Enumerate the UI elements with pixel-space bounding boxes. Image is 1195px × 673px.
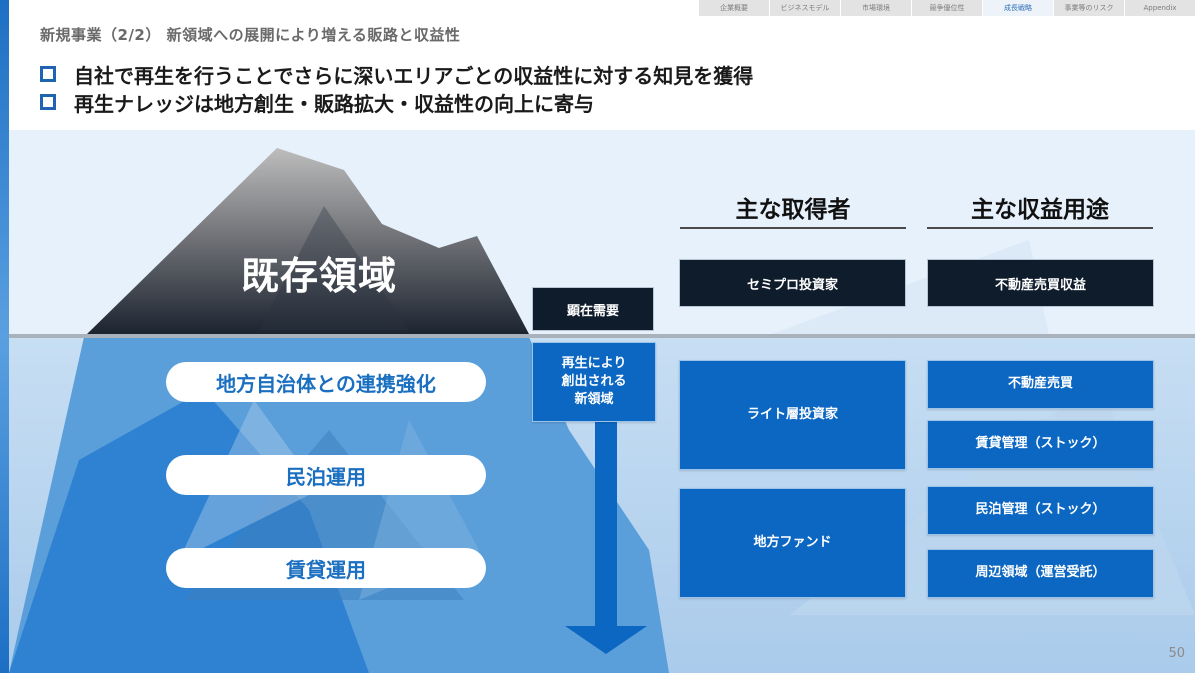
visible-demand-box: 顕在需要 [532, 287, 654, 331]
acquirer-box-regional-fund: 地方ファンド [679, 488, 906, 598]
revenue-box-real-estate-sales: 不動産売買 [927, 360, 1154, 409]
nav-tab-market[interactable]: 市場環境 [840, 0, 911, 16]
revenue-heading-rule [927, 227, 1153, 229]
revenue-heading: 主な収益用途 [971, 197, 1109, 223]
revenue-box-peripheral-operations: 周辺領域（運営受託） [927, 549, 1154, 598]
key-point-text: 自社で再生を行うことでさらに深いエリアごとの収益性に対する知見を獲得 [74, 63, 754, 88]
acquirer-box-semi-pro: セミプロ投資家 [679, 259, 906, 307]
new-area-line: 新領域 [574, 392, 614, 408]
square-bullet-icon [40, 66, 56, 82]
key-point: 自社で再生を行うことでさらに深いエリアごとの収益性に対する知見を獲得 [40, 60, 753, 88]
nav-tab-appendix[interactable]: Appendix [1124, 0, 1195, 16]
existing-area-label: 既存領域 [241, 254, 398, 298]
pill-vacation-rental: 民泊運用 [166, 455, 486, 495]
square-bullet-icon [40, 94, 56, 110]
key-points: 自社で再生を行うことでさらに深いエリアごとの収益性に対する知見を獲得 再生ナレッ… [40, 60, 753, 116]
key-point: 再生ナレッジは地方創生・販路拡大・収益性の向上に寄与 [40, 88, 753, 116]
revenue-box-rental-management: 賃貸管理（ストック） [927, 420, 1154, 469]
section-nav: 企業概要 ビジネスモデル 市場環境 競争優位性 成長戦略 事業等のリスク App… [698, 0, 1195, 16]
revenue-box-vacation-rental-management: 民泊管理（ストック） [927, 486, 1154, 535]
pill-local-government: 地方自治体との連携強化 [166, 362, 486, 402]
iceberg-diagram: 既存領域 地方自治体との連携強化 民泊運用 賃貸運用 顕在需要 再生により 創出… [9, 130, 1195, 673]
acquirer-box-light-investor: ライト層投資家 [679, 360, 906, 470]
iceberg-tip [87, 148, 529, 334]
nav-tab-competitive-edge[interactable]: 競争優位性 [911, 0, 982, 16]
nav-tab-business-model[interactable]: ビジネスモデル [769, 0, 840, 16]
acquirers-heading-rule [680, 227, 906, 229]
flow-arrow-shaft [595, 415, 617, 630]
acquirers-heading: 主な取得者 [735, 197, 851, 223]
arrow-down-icon [565, 626, 647, 654]
revenue-box-real-estate-sales-income: 不動産売買収益 [927, 259, 1154, 307]
slide-title: 新規事業（2/2） 新領域への展開により増える販路と収益性 [40, 26, 461, 44]
pill-rental: 賃貸運用 [166, 548, 486, 588]
nav-tab-growth-strategy[interactable]: 成長戦略 [982, 0, 1053, 16]
left-accent-stripe [0, 0, 9, 673]
key-point-text: 再生ナレッジは地方創生・販路拡大・収益性の向上に寄与 [74, 91, 594, 116]
new-area-line: 創出される [561, 373, 627, 389]
new-area-line: 再生により [561, 355, 627, 371]
water-line [9, 334, 1195, 338]
new-area-box: 再生により 創出される 新領域 [532, 342, 656, 422]
nav-tab-risks[interactable]: 事業等のリスク [1053, 0, 1124, 16]
page-number: 50 [1168, 646, 1185, 661]
nav-tab-company[interactable]: 企業概要 [698, 0, 769, 16]
